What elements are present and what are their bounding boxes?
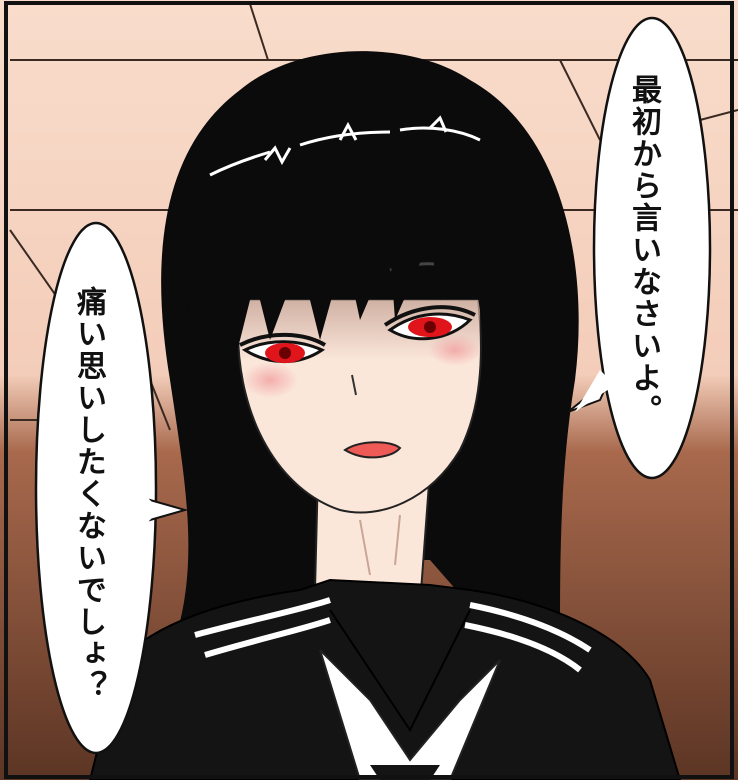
hair-highlight xyxy=(209,115,481,177)
left-eye xyxy=(239,332,327,364)
hair-side-right xyxy=(470,240,545,560)
hair-side-left xyxy=(188,250,250,520)
nose xyxy=(351,374,357,396)
mouth xyxy=(343,441,402,459)
speech-bubble-left xyxy=(34,221,189,755)
collar-stripes xyxy=(194,597,592,673)
speech-text-right: 最初から言いなさいよ。 xyxy=(626,74,661,426)
speech-text-left: 痛い思いしたくないでしょ？ xyxy=(71,286,106,702)
speech-bubble-right xyxy=(567,16,712,480)
right-eye xyxy=(383,305,476,341)
panel-border xyxy=(4,1,734,779)
